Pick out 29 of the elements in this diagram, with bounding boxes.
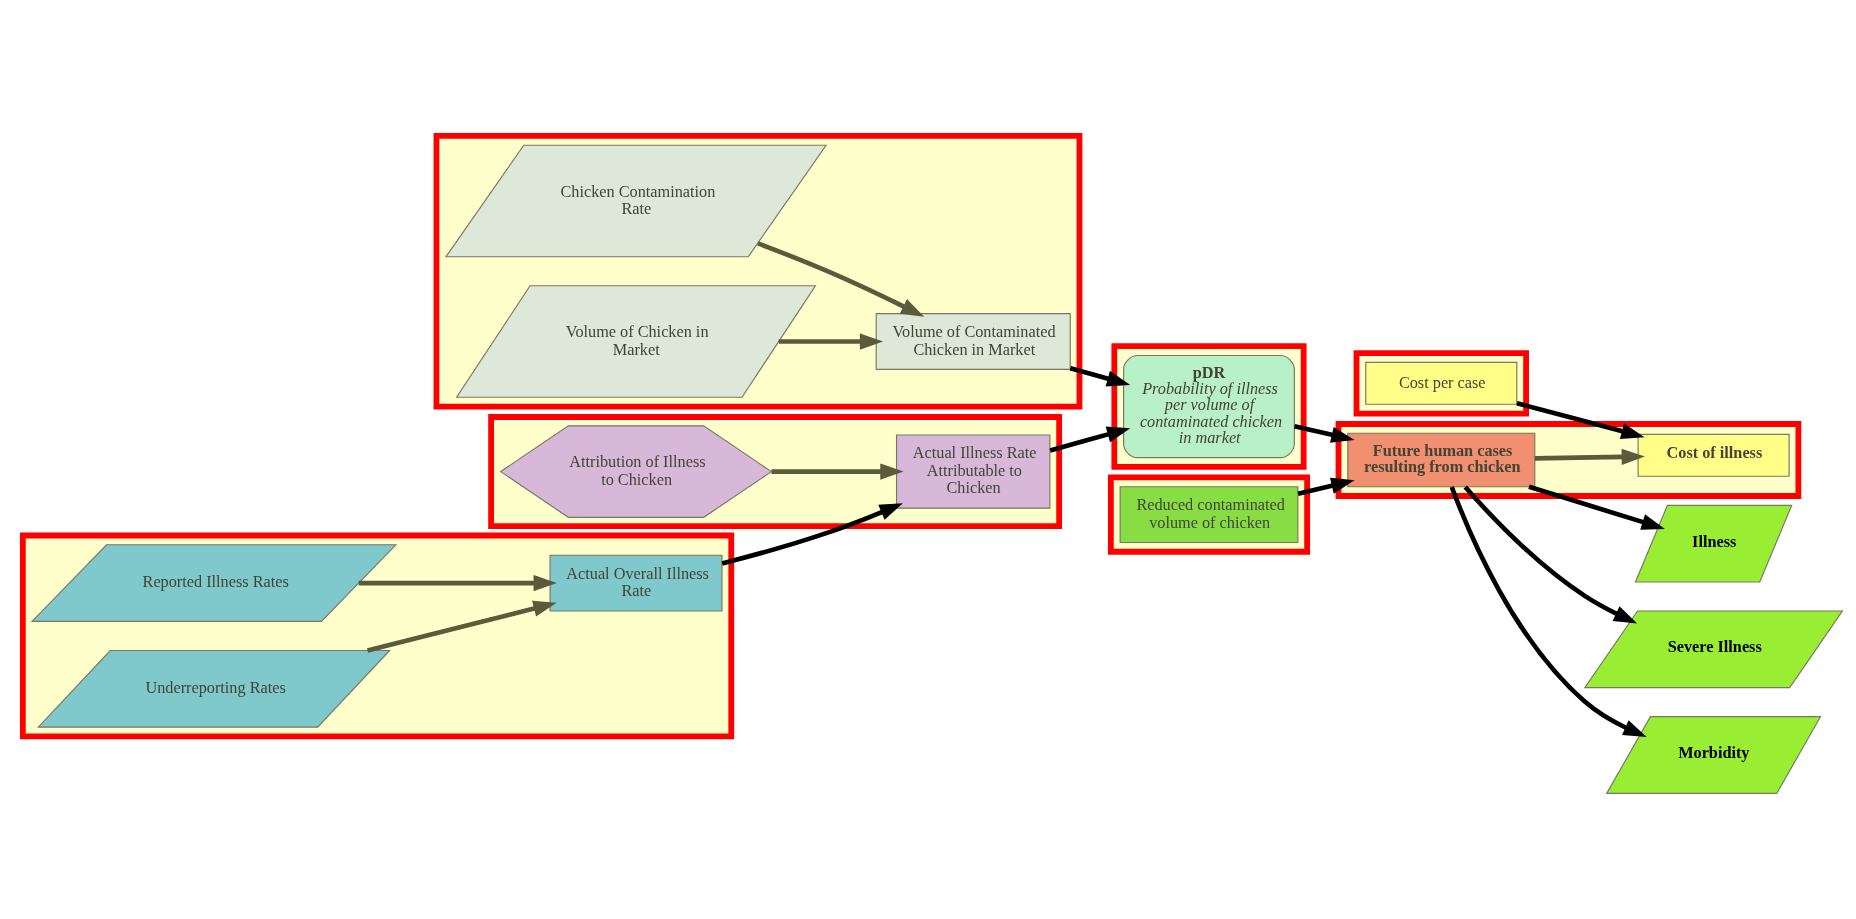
arrow bbox=[721, 502, 903, 566]
node-box: Volume of Contaminated Chicken in Market bbox=[875, 312, 1071, 370]
arrow bbox=[1069, 365, 1131, 387]
arrow bbox=[358, 574, 557, 591]
arrow bbox=[367, 600, 557, 653]
arrow bbox=[778, 332, 884, 350]
node-box: pDR Probability of illness per volume of contaminated chicken in market bbox=[1123, 354, 1295, 458]
cluster bbox=[1353, 349, 1529, 416]
arrow bbox=[1516, 400, 1645, 439]
arrow bbox=[1449, 485, 1647, 737]
cluster bbox=[1111, 342, 1307, 470]
arrow bbox=[1534, 448, 1645, 465]
arrow bbox=[1297, 477, 1355, 496]
arrow bbox=[771, 462, 904, 480]
node-box: Future human cases resulting from chicken bbox=[1347, 432, 1536, 487]
node-box: Actual Illness Rate Attributable to Chicken bbox=[895, 433, 1051, 509]
cluster bbox=[19, 532, 735, 739]
cluster bbox=[1107, 474, 1311, 555]
node-box: Cost of illness bbox=[1637, 433, 1790, 477]
arrow bbox=[1463, 485, 1638, 623]
arrow bbox=[1049, 426, 1131, 453]
arrow bbox=[757, 240, 925, 317]
node-box: Cost per case bbox=[1365, 361, 1518, 405]
node-box: Actual Overall Illness Rate bbox=[549, 554, 723, 612]
cluster bbox=[433, 132, 1083, 409]
cluster bbox=[488, 413, 1063, 529]
node-box: Reduced contaminated volume of chicken bbox=[1119, 485, 1299, 543]
arrow bbox=[1528, 484, 1665, 530]
arrow bbox=[1293, 423, 1355, 443]
